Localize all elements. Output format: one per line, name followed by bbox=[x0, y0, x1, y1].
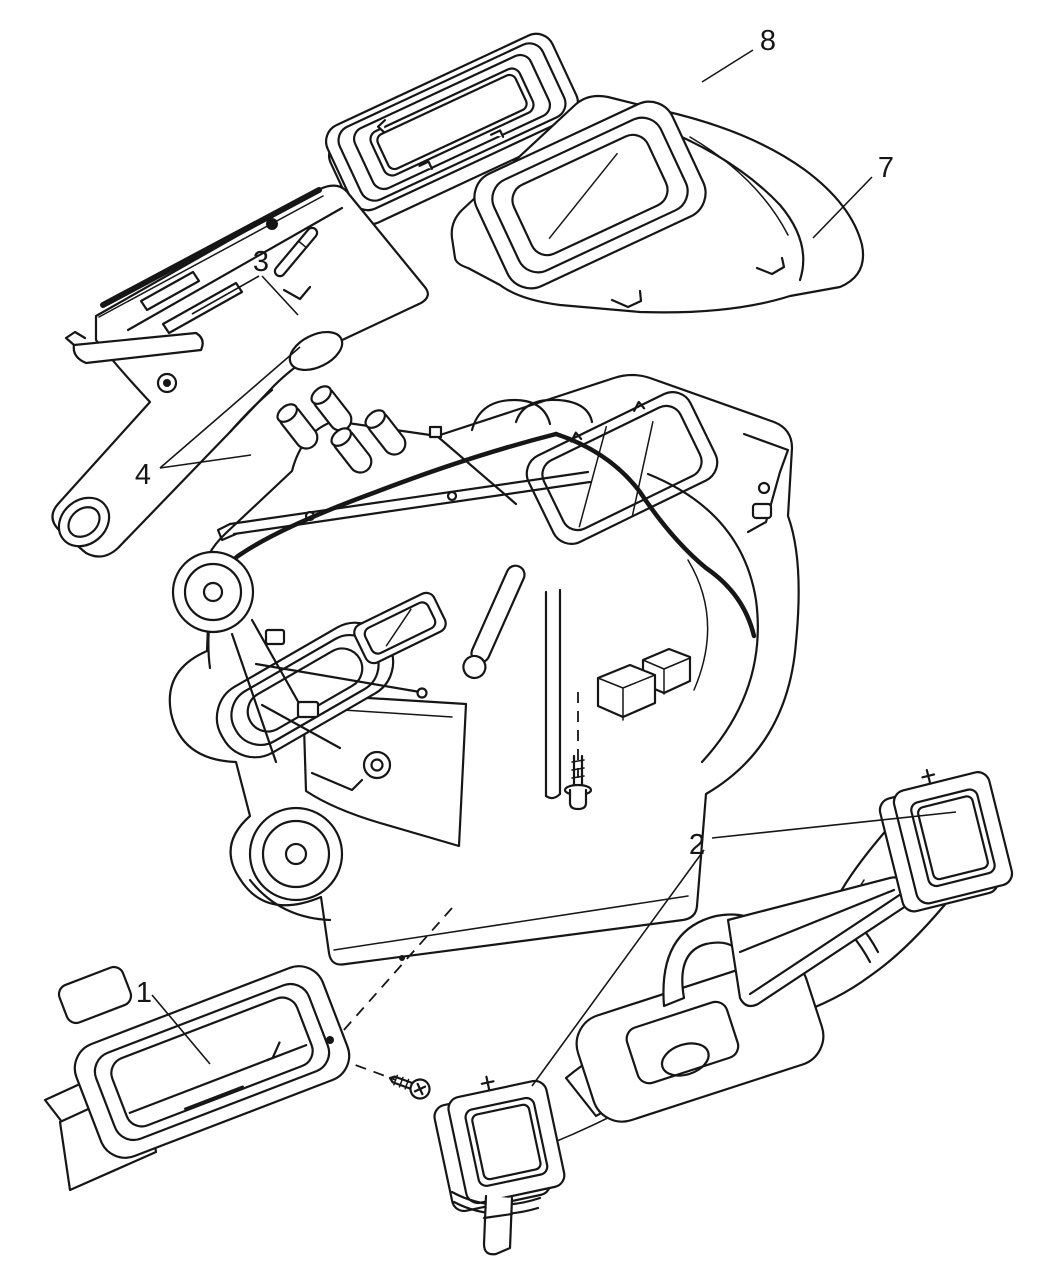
mounting-bracket bbox=[72, 331, 204, 365]
assembly-axis bbox=[334, 907, 453, 1041]
leader-8 bbox=[701, 49, 754, 83]
leader-3a bbox=[261, 275, 299, 316]
part-7-foot-tab bbox=[610, 289, 643, 309]
foot-tab bbox=[482, 1194, 514, 1256]
part-2-heat-duct-assembly bbox=[433, 768, 1014, 1256]
leader-2a bbox=[711, 811, 957, 839]
actuator-rod bbox=[462, 564, 526, 680]
mounting-screw-lower bbox=[388, 1074, 431, 1100]
leader-2b bbox=[531, 849, 705, 1087]
leader-4a bbox=[159, 454, 252, 469]
leader-7 bbox=[812, 176, 873, 239]
side-bracket bbox=[742, 432, 790, 534]
upper-port bbox=[353, 591, 447, 665]
duct-oval-hole bbox=[288, 330, 344, 372]
leader-lines bbox=[151, 49, 957, 1087]
left-outlet-bezel bbox=[447, 1075, 566, 1205]
callout-2: 2 bbox=[689, 829, 705, 861]
leader-1 bbox=[151, 994, 211, 1065]
assembly-axis bbox=[319, 1051, 397, 1081]
part-4-demister-duct bbox=[51, 184, 429, 558]
callout-4: 4 bbox=[135, 459, 151, 491]
corner-stud bbox=[428, 425, 443, 439]
panel-knob bbox=[362, 750, 392, 780]
callout-1: 1 bbox=[136, 977, 152, 1009]
part-7-foot-tab bbox=[755, 256, 786, 276]
part-1-floor-duct bbox=[43, 965, 431, 1192]
heater-core-tubes bbox=[276, 385, 407, 474]
blower-drum bbox=[646, 472, 759, 764]
callout-3: 3 bbox=[253, 246, 269, 278]
leader-3b bbox=[191, 275, 260, 315]
pin-clip bbox=[282, 285, 312, 301]
part-8-seal-gasket bbox=[324, 32, 583, 226]
hvac-housing-assembly bbox=[168, 373, 800, 966]
right-outlet-bezel bbox=[892, 768, 1014, 905]
callout-7: 7 bbox=[878, 152, 894, 184]
callout-8: 8 bbox=[760, 25, 776, 57]
vacuum-actuators bbox=[171, 550, 428, 922]
fastener-head bbox=[266, 218, 278, 230]
part-3-push-pin bbox=[273, 226, 319, 278]
mounting-screw-center bbox=[563, 754, 593, 811]
duct-outlet bbox=[57, 496, 111, 548]
vent-slot bbox=[139, 270, 201, 312]
support-strut bbox=[544, 588, 562, 798]
callout-labels: 1 2 3 4 7 8 bbox=[135, 25, 894, 1009]
part-7-duct-cap bbox=[450, 94, 865, 314]
leader-4b bbox=[159, 346, 301, 469]
electrical-connectors bbox=[596, 647, 692, 721]
